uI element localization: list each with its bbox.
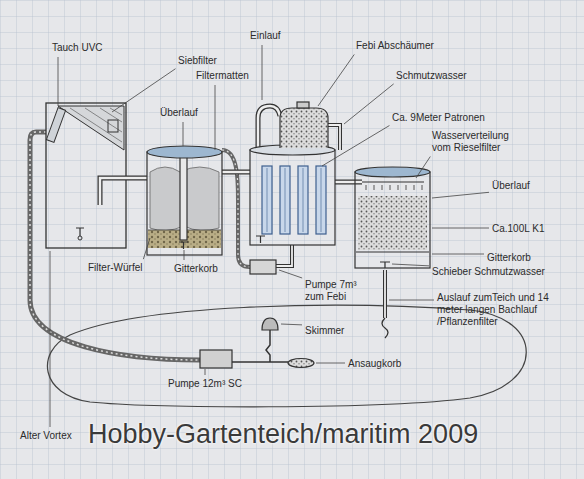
pipes [335, 180, 362, 185]
k1-tank [355, 172, 430, 268]
leader-line [205, 369, 206, 375]
leader-line [416, 156, 430, 178]
leader-line [143, 238, 150, 259]
leader-line [432, 192, 489, 198]
leader-line [112, 69, 176, 112]
filter-cube [147, 152, 222, 255]
leader-line [183, 122, 184, 146]
k1-tank [380, 262, 390, 268]
filter-cube [147, 146, 222, 158]
callout-label: Ca. 9Meter Patronen [392, 112, 485, 124]
leader-line [58, 57, 59, 106]
vortex-tank [76, 228, 84, 236]
pipes [100, 106, 388, 338]
vortex-tank [108, 120, 118, 132]
leader-line [432, 228, 489, 229]
callout-label: Filtermatten [196, 70, 249, 82]
febi-tank [256, 236, 265, 243]
pipes [258, 106, 280, 150]
callout-label: Skimmer [305, 325, 344, 337]
febi-tank [280, 108, 328, 148]
leader-line [316, 363, 345, 364]
callout-label: Gitterkorb [487, 252, 531, 264]
febi-tank [267, 168, 321, 232]
vortex-tank [78, 236, 82, 240]
filter-cube [147, 146, 222, 255]
pipes [328, 125, 340, 150]
leader-line [281, 324, 302, 326]
callout-label: Wasserverteilung vom Rieselfilter [432, 130, 528, 154]
vortex-tank [70, 108, 122, 142]
pond-equipment [200, 350, 232, 368]
hose [30, 132, 250, 360]
leader-line [318, 54, 354, 106]
febi-tank [250, 260, 276, 274]
k1-tank [362, 181, 424, 182]
vortex-tank [46, 108, 65, 143]
k1-tank [355, 167, 430, 177]
callout-label: Gitterkorb [174, 263, 218, 275]
vortex-tank [58, 106, 124, 150]
febi-tank [250, 150, 335, 245]
hose [222, 150, 250, 267]
hose [222, 150, 250, 267]
leader-line [392, 264, 429, 266]
leader-line [389, 300, 434, 301]
callout-label: Überlauf [160, 107, 198, 119]
pipes [384, 270, 386, 318]
leader-lines [50, 45, 489, 427]
pipes [382, 318, 388, 338]
callout-label: Filter-Würfel [88, 262, 142, 274]
callout-label: Ca.100L K1 [492, 223, 544, 235]
pipes [258, 106, 280, 150]
pond-equipment [266, 330, 270, 362]
pipes [222, 170, 250, 175]
callout-label: Ansaugkorb [348, 358, 401, 370]
callout-label: Pumpe 7m³ zum Febi [305, 279, 369, 303]
pond-equipment [288, 359, 314, 368]
callout-label: Schmutzwasser [396, 70, 467, 82]
filter-cube [180, 152, 187, 240]
febi-tank [297, 102, 309, 108]
callout-label: Pumpe 12m³ SC [168, 378, 242, 390]
k1-tank [358, 196, 427, 250]
pond-equipment [232, 361, 288, 363]
watermark: Hobby-Gartenteich/maritim 2009 [88, 418, 478, 450]
callout-label: Febi Abschäumer [356, 40, 434, 52]
pond-equipment [262, 318, 278, 330]
pipes [100, 178, 147, 205]
callout-label: Alter Vortex [20, 430, 72, 442]
febi-tank [250, 102, 335, 274]
k1-tank [355, 167, 430, 268]
leader-line [184, 250, 185, 260]
leader-line [262, 45, 263, 100]
k1-tank [356, 251, 429, 252]
leader-line [344, 84, 394, 124]
filter-cube [179, 242, 188, 249]
pipes [335, 181, 362, 184]
callout-label: Überlauf [492, 180, 530, 192]
callout-label: Auslauf zumTeich und 14 meter langen Bac… [437, 292, 549, 328]
pipes [383, 270, 387, 318]
leader-line [50, 251, 51, 427]
pipes [222, 171, 250, 174]
callout-label: Schieber Schmutzwasser [432, 266, 545, 278]
callout-label: Siebfilter [178, 55, 217, 67]
leader-line [279, 270, 302, 278]
pipes [276, 245, 292, 266]
callout-label: Tauch UVC [52, 42, 103, 54]
pipes [100, 178, 147, 205]
pipes [276, 245, 292, 266]
callout-label: Einlauf [250, 30, 281, 42]
k1-tank [366, 185, 422, 190]
pipes [328, 125, 340, 150]
pond-equipment [200, 318, 314, 368]
leader-line [215, 85, 216, 150]
leader-line [432, 254, 484, 255]
leader-line [322, 126, 389, 166]
